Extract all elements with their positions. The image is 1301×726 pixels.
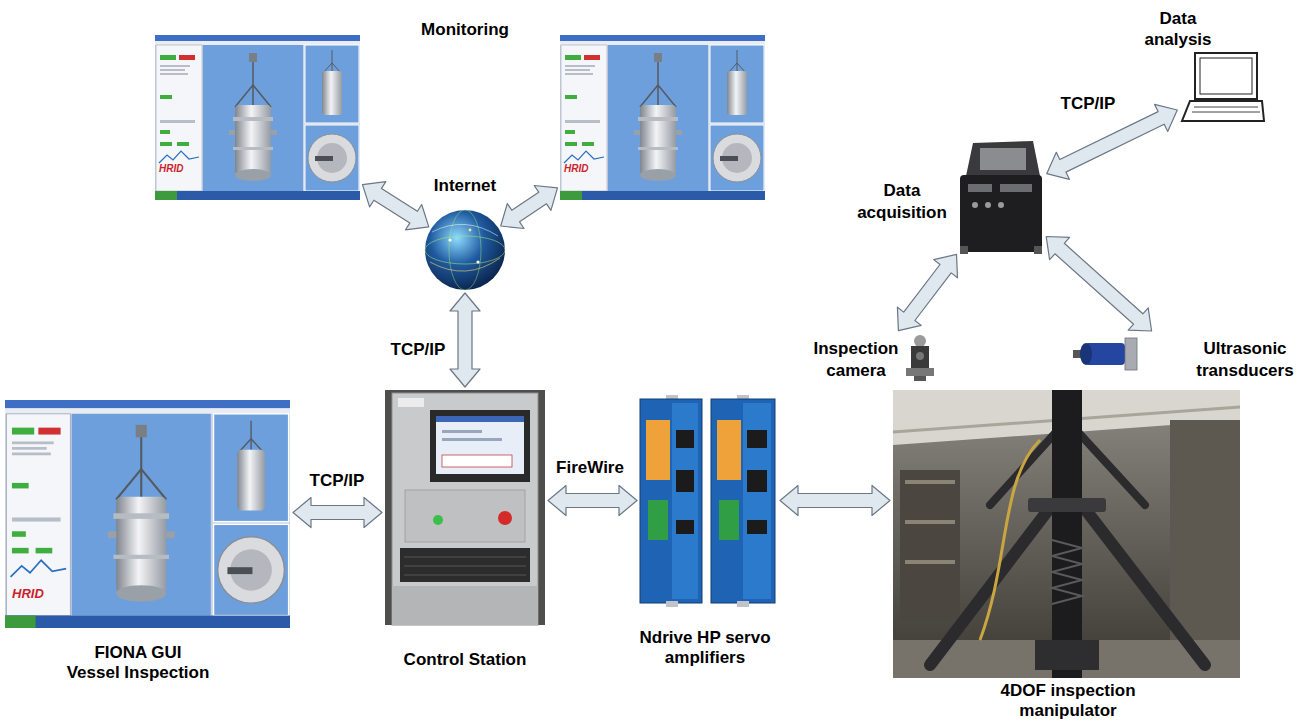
monitoring-screenshot [155, 35, 360, 200]
node-frame [958, 140, 1044, 252]
picture-node: HRID [560, 35, 765, 200]
node-frame [560, 35, 765, 200]
transducer-icon [1073, 338, 1137, 370]
protocol-label: FireWire [556, 458, 624, 478]
picture-node: HRID FIONA GUI Vessel Inspection [5, 400, 290, 692]
picture-node: Control Station [385, 390, 545, 672]
internet-globe [425, 210, 505, 290]
node-frame [5, 400, 290, 628]
node-frame [640, 398, 777, 603]
manipulator-photo [893, 390, 1240, 678]
protocol-label: TCP/IP [1061, 94, 1116, 114]
double-arrow [780, 486, 890, 516]
picture-node: Inspection camera [810, 333, 942, 387]
protocol-label: TCP/IP [310, 471, 365, 491]
acquisition-unit [960, 141, 1042, 254]
double-arrow [501, 186, 558, 229]
double-arrow [1046, 237, 1151, 332]
picture-node: HRID [155, 35, 360, 200]
node-caption: Ndrive HP servo amplifiers [630, 628, 780, 668]
node-caption: Data analysis [1133, 8, 1223, 50]
double-arrow [450, 293, 480, 387]
picture-node: 4DOF inspection manipulator [893, 390, 1240, 724]
gui-screenshot [5, 400, 290, 628]
double-arrow [293, 498, 382, 528]
node-frame [425, 210, 505, 290]
node-caption: HRID [564, 163, 608, 175]
node-caption: HRID [159, 163, 203, 175]
node-caption: FIONA GUI Vessel Inspection [67, 643, 210, 683]
monitoring-screenshot [560, 35, 765, 200]
node-frame [155, 35, 360, 200]
node-caption: Inspection camera [811, 338, 901, 382]
double-arrow [363, 182, 429, 230]
node-caption: Internet [415, 176, 515, 196]
protocol-label: TCP/IP [391, 340, 446, 360]
control-station-photo [385, 390, 545, 625]
heading-label: Monitoring [405, 20, 525, 40]
node-caption: Ultrasonic transducers [1194, 338, 1296, 382]
camera-icon [906, 335, 934, 381]
double-arrow [548, 486, 637, 516]
picture-node: Data acquisition [850, 140, 1044, 252]
servo-amplifier [711, 395, 775, 607]
node-caption: HRID [12, 586, 72, 601]
node-frame [893, 390, 1240, 678]
picture-node: Internet [415, 172, 515, 290]
double-arrow [1047, 104, 1178, 179]
servo-amplifier [640, 395, 702, 607]
node-caption: 4DOF inspection manipulator [993, 681, 1143, 721]
picture-node: Data analysis [1130, 6, 1265, 124]
picture-node: Ultrasonic transducers [1070, 333, 1298, 387]
double-arrow [897, 254, 957, 330]
picture-node: Ndrive HP servo amplifiers [630, 398, 790, 683]
node-caption: Data acquisition [852, 180, 952, 224]
laptop-icon [1182, 53, 1264, 121]
node-caption: Control Station [385, 650, 545, 670]
node-frame [385, 390, 545, 625]
node-frame [1180, 52, 1265, 124]
